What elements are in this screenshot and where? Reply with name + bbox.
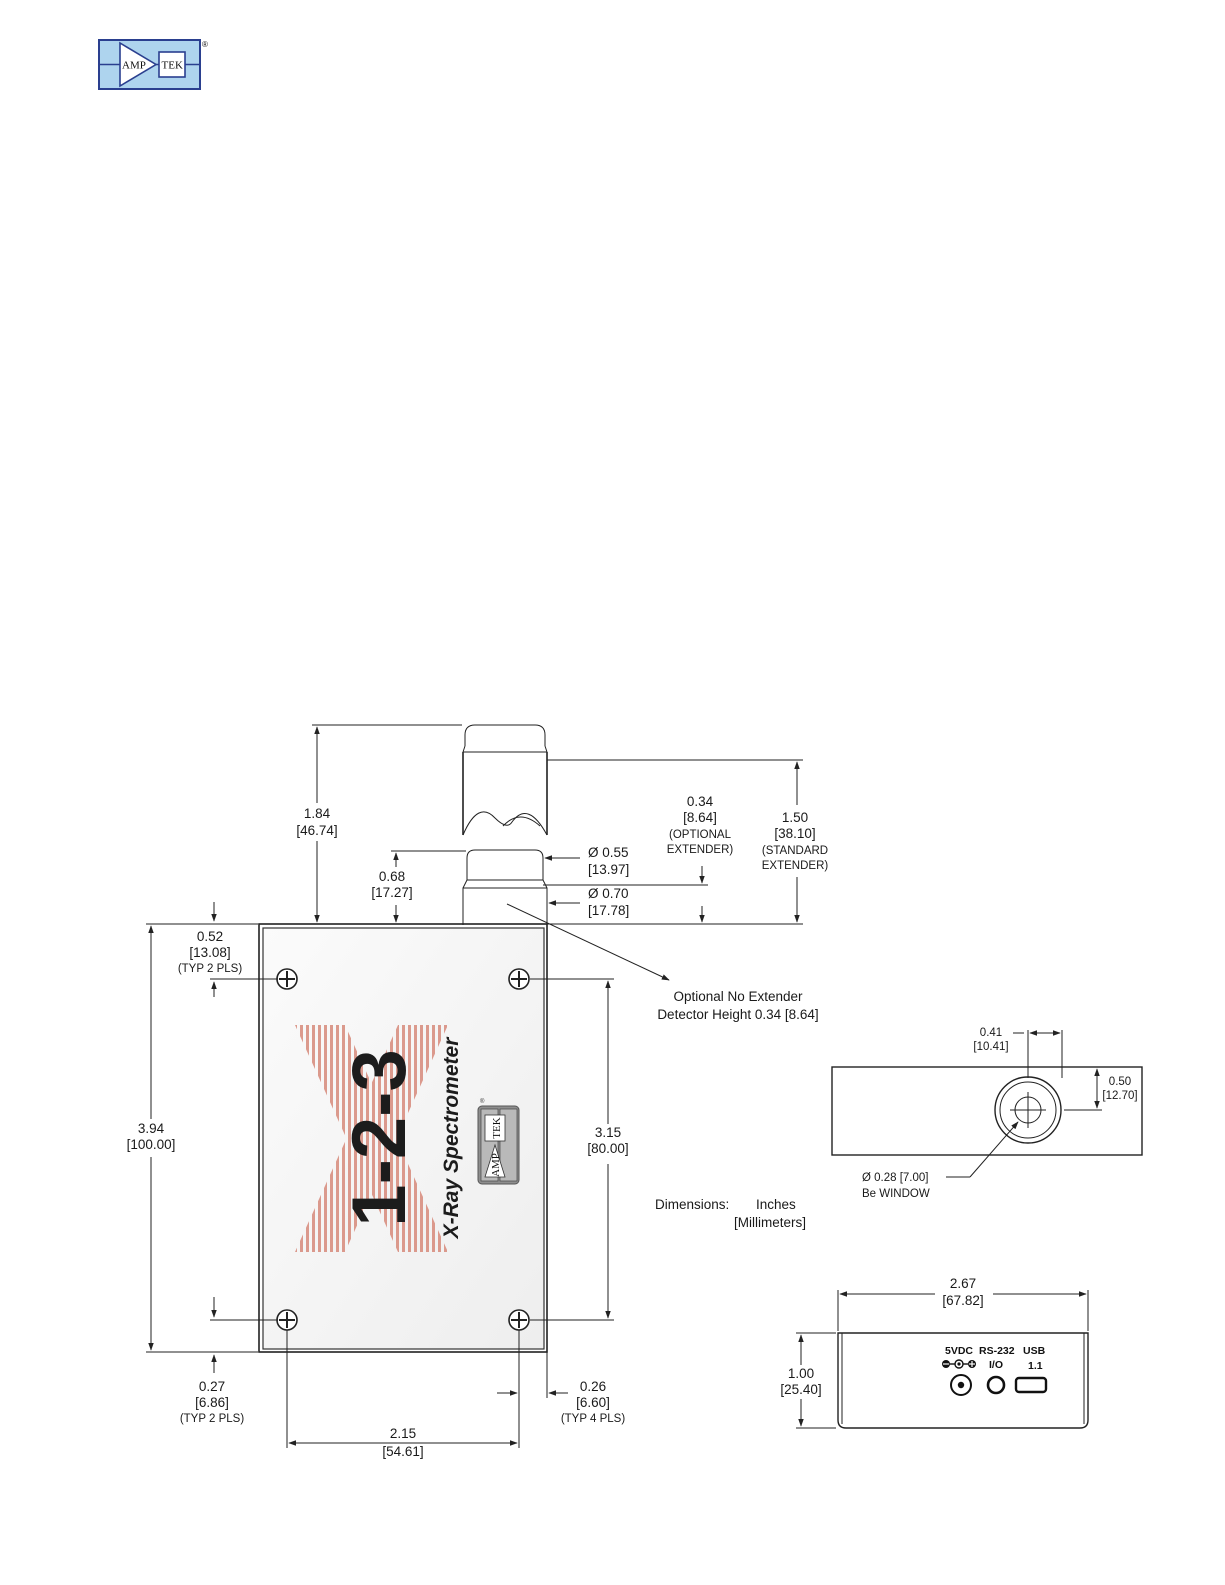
- dim-standard-extender: 1.50 [38.10] (STANDARD EXTENDER): [755, 761, 840, 923]
- svg-text:[17.78]: [17.78]: [588, 903, 629, 918]
- power-jack-icon: [950, 1374, 972, 1396]
- detector-standard-extender: [462, 724, 548, 836]
- dim-hole-pitch-horizontal: 2.15 [54.61]: [286, 1330, 518, 1459]
- svg-text:(TYP 2 PLS): (TYP 2 PLS): [178, 963, 243, 975]
- svg-text:2.67: 2.67: [950, 1276, 976, 1291]
- svg-text:[54.61]: [54.61]: [382, 1444, 423, 1459]
- svg-text:1.84: 1.84: [304, 806, 331, 821]
- svg-text:Ø 0.70: Ø 0.70: [588, 886, 629, 901]
- power-port-label: 5VDC: [945, 1345, 973, 1357]
- detector-short-extender: [462, 849, 548, 925]
- mounting-screw-bottom-right: [508, 1309, 530, 1331]
- svg-text:Optional No Extender: Optional No Extender: [673, 989, 803, 1004]
- badge-amp-text: AMP: [490, 1153, 502, 1177]
- svg-text:[13.97]: [13.97]: [588, 862, 629, 877]
- svg-text:2.15: 2.15: [390, 1426, 416, 1441]
- svg-text:[25.40]: [25.40]: [780, 1382, 821, 1397]
- io-label: I/O: [989, 1359, 1003, 1371]
- svg-text:0.68: 0.68: [379, 869, 405, 884]
- svg-text:0.52: 0.52: [197, 929, 223, 944]
- dim-end-height: 1.00 [25.40]: [775, 1332, 836, 1429]
- amptek-logo: AMP TEK ®: [98, 39, 208, 90]
- svg-text:[100.00]: [100.00]: [127, 1137, 176, 1152]
- svg-text:[67.82]: [67.82]: [942, 1293, 983, 1308]
- polarity-symbol-icon: [942, 1359, 976, 1369]
- io-jack-icon: [986, 1375, 1006, 1395]
- dim-diameter-070: Ø 0.70 [17.78]: [548, 886, 629, 918]
- dim-end-width: 2.67 [67.82]: [837, 1276, 1089, 1331]
- svg-text:[6.60]: [6.60]: [576, 1395, 610, 1410]
- svg-text:Detector Height 0.34 [8.64]: Detector Height 0.34 [8.64]: [657, 1007, 818, 1022]
- product-name: X-Ray Spectrometer: [440, 1036, 463, 1240]
- dim-hole-bottom-offset: 0.27 [6.86] (TYP 2 PLS): [180, 1297, 278, 1425]
- product-name-group: X-Ray Spectrometer: [440, 1036, 463, 1240]
- mounting-screw-top-left: [276, 968, 298, 990]
- dim-optional-extender: 0.34 [8.64] (OPTIONAL EXTENDER): [667, 794, 734, 923]
- svg-text:[Millimeters]: [Millimeters]: [734, 1215, 806, 1230]
- svg-text:Be WINDOW: Be WINDOW: [862, 1188, 930, 1200]
- product-model: 1-2-3: [337, 1049, 422, 1226]
- svg-text:Ø 0.28 [7.00]: Ø 0.28 [7.00]: [862, 1172, 929, 1184]
- svg-text:0.34: 0.34: [687, 794, 714, 809]
- dim-body-height: 3.94 [100.00]: [112, 923, 258, 1353]
- rs232-label: RS-232: [979, 1345, 1015, 1357]
- svg-text:0.27: 0.27: [199, 1379, 225, 1394]
- logo-amp-text: AMP: [122, 60, 146, 72]
- svg-text:Dimensions:: Dimensions:: [655, 1197, 729, 1212]
- dim-detector-height: 1.84 [46.74]: [282, 724, 462, 923]
- svg-text:1.00: 1.00: [788, 1366, 814, 1381]
- svg-text:[17.27]: [17.27]: [371, 885, 412, 900]
- svg-text:®: ®: [480, 1098, 485, 1105]
- svg-text:[80.00]: [80.00]: [587, 1141, 628, 1156]
- svg-text:EXTENDER): EXTENDER): [762, 860, 829, 872]
- units-legend: Dimensions: Inches [Millimeters]: [655, 1197, 806, 1230]
- amptek-badge: TEK AMP ®: [477, 1098, 520, 1185]
- usb-version-label: 1.1: [1028, 1360, 1043, 1372]
- note-no-extender: Optional No Extender Detector Height 0.3…: [506, 903, 819, 1022]
- model-name-group: 1-2-3: [337, 1049, 422, 1226]
- svg-text:EXTENDER): EXTENDER): [667, 844, 734, 856]
- svg-text:Inches: Inches: [756, 1197, 796, 1212]
- svg-text:(TYP 2 PLS): (TYP 2 PLS): [180, 1413, 245, 1425]
- dim-short-extender-height: 0.68 [17.27]: [371, 850, 466, 923]
- svg-text:0.26: 0.26: [580, 1379, 606, 1394]
- port-labels: 5VDC RS-232 I/O USB 1.1: [945, 1345, 1046, 1372]
- mounting-screw-bottom-left: [276, 1309, 298, 1331]
- svg-text:3.94: 3.94: [138, 1121, 165, 1136]
- dim-hole-top-offset: 0.52 [13.08] (TYP 2 PLS): [160, 902, 278, 997]
- badge-tek-text: TEK: [491, 1117, 503, 1138]
- svg-text:0.41: 0.41: [980, 1027, 1002, 1039]
- dim-diameter-055: Ø 0.55 [13.97]: [544, 845, 629, 877]
- svg-text:(TYP 4 PLS): (TYP 4 PLS): [561, 1413, 626, 1425]
- svg-text:[46.74]: [46.74]: [296, 823, 337, 838]
- svg-text:[38.10]: [38.10]: [774, 826, 815, 841]
- svg-text:(STANDARD: (STANDARD: [762, 845, 828, 857]
- dim-window-height: 0.50 [12.70]: [1064, 1066, 1138, 1111]
- svg-text:[12.70]: [12.70]: [1102, 1090, 1137, 1102]
- usb-port-icon: [1014, 1376, 1048, 1394]
- svg-text:[6.86]: [6.86]: [195, 1395, 229, 1410]
- svg-text:[13.08]: [13.08]: [189, 945, 230, 960]
- mounting-screw-top-right: [508, 968, 530, 990]
- usb-label: USB: [1023, 1345, 1046, 1357]
- logo-tek-text: TEK: [162, 60, 183, 72]
- svg-text:[8.64]: [8.64]: [683, 810, 717, 825]
- svg-text:[10.41]: [10.41]: [973, 1041, 1008, 1053]
- x-stripe-graphic: [295, 1025, 448, 1252]
- callout-be-window: Ø 0.28 [7.00] Be WINDOW: [862, 1121, 1019, 1200]
- dim-hole-pitch-vertical: 3.15 [80.00]: [530, 978, 640, 1321]
- dim-hole-side-offset: 0.26 [6.60] (TYP 4 PLS): [497, 1330, 625, 1448]
- dim-window-offset: 0.41 [10.41]: [973, 1027, 1063, 1078]
- registered-mark: ®: [202, 40, 208, 49]
- svg-text:(OPTIONAL: (OPTIONAL: [669, 829, 732, 841]
- svg-text:0.50: 0.50: [1109, 1076, 1131, 1088]
- svg-text:1.50: 1.50: [782, 810, 808, 825]
- svg-text:Ø 0.55: Ø 0.55: [588, 845, 629, 860]
- top-view: [831, 1066, 1143, 1156]
- svg-text:3.15: 3.15: [595, 1125, 621, 1140]
